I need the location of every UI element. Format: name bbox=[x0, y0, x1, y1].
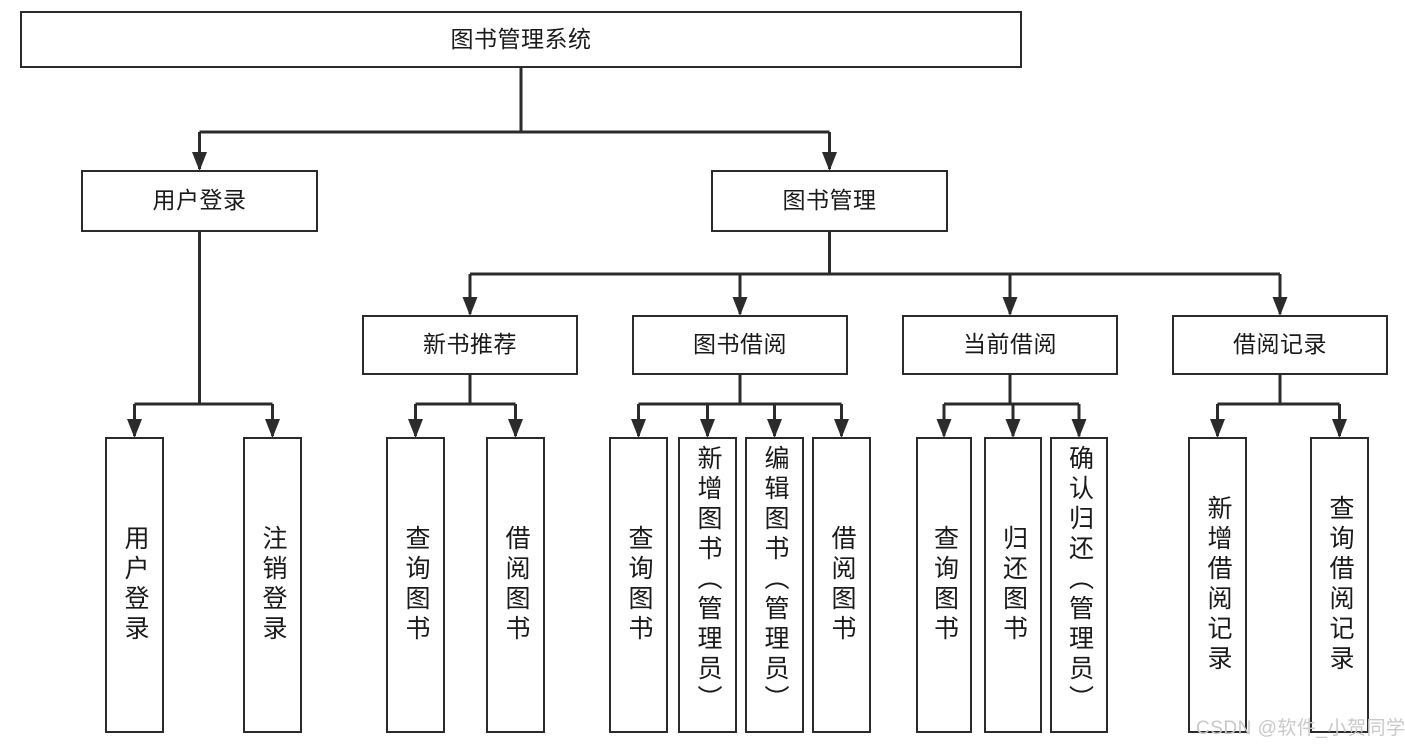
conn-bm-l2-arrow-book-borrow bbox=[732, 297, 748, 316]
conn-cb-l3-arrow-leaf-cb-query bbox=[936, 419, 952, 438]
node-label-borrow-record: 借阅记录 bbox=[1233, 331, 1327, 358]
node-label-leaf-bb-add: 新增图书（管理员） bbox=[694, 445, 722, 715]
node-leaf-rec-query[interactable]: 查询图书 bbox=[386, 437, 445, 733]
node-book-manage[interactable]: 图书管理 bbox=[711, 170, 948, 232]
conn-bm-l2-arrow-borrow-record bbox=[1272, 297, 1288, 316]
node-root[interactable]: 图书管理系统 bbox=[20, 11, 1022, 68]
node-label-leaf-cb-confirm: 确认归还（管理员） bbox=[1065, 445, 1094, 715]
conn-bb-l3-arrow-leaf-bb-query bbox=[631, 419, 646, 438]
node-leaf-bb-borrow[interactable]: 借阅图书 bbox=[812, 437, 871, 733]
node-leaf-cb-confirm[interactable]: 确认归还（管理员） bbox=[1050, 437, 1108, 733]
node-leaf-bb-query[interactable]: 查询图书 bbox=[609, 437, 668, 733]
conn-bb-l3-arrow-leaf-bb-borrow bbox=[834, 419, 849, 438]
node-label-leaf-bb-edit: 编辑图书（管理员） bbox=[761, 445, 789, 715]
node-label-new-book-rec: 新书推荐 bbox=[423, 331, 517, 358]
node-label-book-borrow: 图书借阅 bbox=[693, 331, 787, 358]
node-label-leaf-cb-return: 归还图书 bbox=[999, 525, 1028, 645]
conn-nbr-l3-arrow-leaf-rec-borrow bbox=[508, 419, 523, 438]
conn-br-l3-arrow-leaf-br-add bbox=[1210, 419, 1225, 438]
node-label-leaf-rec-query: 查询图书 bbox=[402, 525, 430, 645]
node-leaf-bb-edit[interactable]: 编辑图书（管理员） bbox=[745, 437, 804, 733]
node-leaf-bb-add[interactable]: 新增图书（管理员） bbox=[678, 437, 737, 733]
conn-ul-l3-arrow-leaf-user-logout bbox=[265, 419, 280, 438]
conn-bb-l3-arrow-leaf-bb-edit bbox=[767, 419, 782, 438]
node-label-leaf-cb-query: 查询图书 bbox=[930, 525, 959, 645]
conn-root-l1-arrow-user-login bbox=[192, 152, 207, 171]
node-label-leaf-br-query: 查询借阅记录 bbox=[1326, 495, 1354, 675]
node-label-leaf-user-login: 用户登录 bbox=[121, 525, 149, 645]
conn-ul-l3-arrow-leaf-user-login bbox=[127, 419, 142, 438]
node-label-leaf-user-logout: 注销登录 bbox=[259, 525, 287, 645]
node-leaf-rec-borrow[interactable]: 借阅图书 bbox=[486, 437, 545, 733]
conn-bm-l2-arrow-current-borrow bbox=[1002, 297, 1018, 316]
node-label-leaf-bb-borrow: 借阅图书 bbox=[828, 525, 856, 645]
node-leaf-user-login[interactable]: 用户登录 bbox=[105, 437, 164, 733]
conn-br-l3-arrow-leaf-br-query bbox=[1332, 419, 1347, 438]
node-leaf-user-logout[interactable]: 注销登录 bbox=[243, 437, 302, 733]
node-label-leaf-br-add: 新增借阅记录 bbox=[1204, 495, 1232, 675]
node-label-book-manage: 图书管理 bbox=[782, 187, 877, 214]
node-label-current-borrow: 当前借阅 bbox=[963, 331, 1057, 358]
node-label-user-login: 用户登录 bbox=[152, 187, 247, 214]
conn-nbr-l3-arrow-leaf-rec-query bbox=[408, 419, 423, 438]
node-leaf-cb-return[interactable]: 归还图书 bbox=[984, 437, 1042, 733]
node-leaf-br-add[interactable]: 新增借阅记录 bbox=[1188, 437, 1247, 733]
node-user-login[interactable]: 用户登录 bbox=[81, 170, 318, 232]
node-new-book-rec[interactable]: 新书推荐 bbox=[362, 315, 578, 375]
conn-bm-l2-arrow-new-book-rec bbox=[462, 297, 478, 316]
conn-root-l1-arrow-book-manage bbox=[822, 152, 837, 171]
node-leaf-br-query[interactable]: 查询借阅记录 bbox=[1310, 437, 1369, 733]
conn-cb-l3-arrow-leaf-cb-confirm bbox=[1071, 419, 1087, 438]
node-book-borrow[interactable]: 图书借阅 bbox=[632, 315, 848, 375]
node-label-root: 图书管理系统 bbox=[450, 25, 592, 52]
node-label-leaf-bb-query: 查询图书 bbox=[625, 525, 653, 645]
node-label-leaf-rec-borrow: 借阅图书 bbox=[502, 525, 530, 645]
node-leaf-cb-query[interactable]: 查询图书 bbox=[916, 437, 972, 733]
node-borrow-record[interactable]: 借阅记录 bbox=[1172, 315, 1388, 375]
conn-cb-l3-arrow-leaf-cb-return bbox=[1005, 419, 1021, 438]
node-current-borrow[interactable]: 当前借阅 bbox=[902, 315, 1118, 375]
conn-bb-l3-arrow-leaf-bb-add bbox=[700, 419, 715, 438]
